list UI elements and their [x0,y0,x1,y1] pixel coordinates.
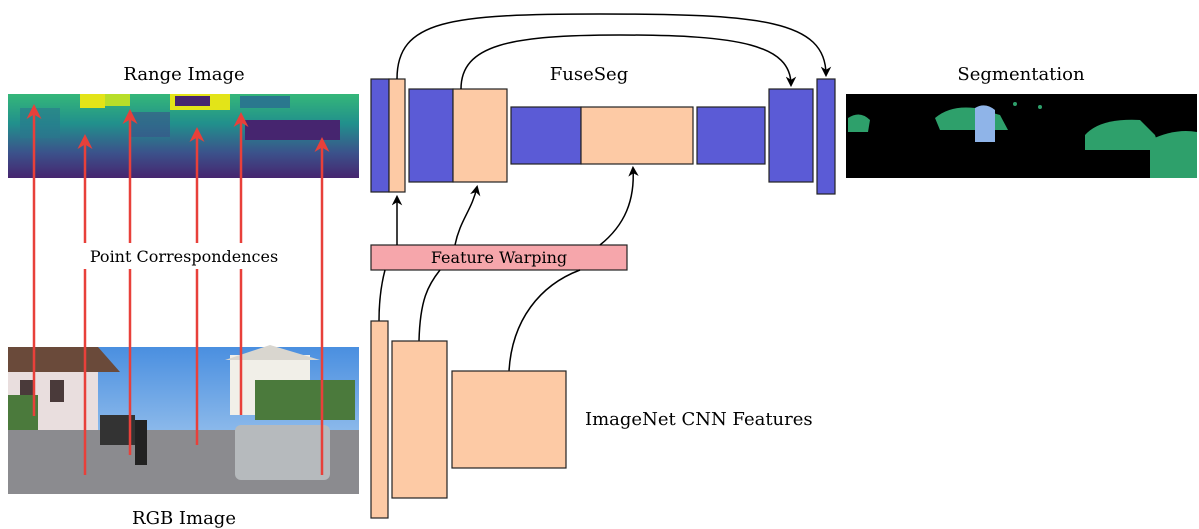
decoder-block [816,78,836,195]
cnn-connector [378,269,386,322]
cnn-feature-block [370,320,389,519]
cnn-connector [508,269,581,372]
cnn-feature-block [391,340,448,499]
segmentation-image [846,94,1197,178]
cnn-feature-block [451,370,567,469]
feature-block [388,78,406,193]
encoder-block [510,106,582,165]
feature-warping-box [370,244,628,271]
fuseseg-label: FuseSeg [550,64,628,85]
encoder-block [408,88,454,183]
cnn-connectors [378,269,581,372]
range-image-label: Range Image [123,64,244,85]
feature-block [452,88,508,183]
imagenet-features-label: ImageNet CNN Features [585,409,813,430]
decoder-block [768,88,814,183]
encoder-block [370,78,390,193]
warping-arrows [391,165,639,246]
rgb-image-label: RGB Image [132,508,236,529]
warp-arrow [599,165,639,246]
cnn-connector [418,269,441,342]
range-image [8,94,359,178]
segmentation-label: Segmentation [957,64,1085,85]
imagenet-cnn-features [370,320,567,519]
correspondence-arrows [26,104,330,475]
point-correspondences-label: Point Correspondences [90,247,278,266]
skip-connection-arrow [396,13,832,80]
feature-block [580,106,694,165]
decoder-block [696,106,766,165]
warp-arrow [454,184,481,246]
skip-connections [396,13,832,90]
fuseseg-network [370,78,836,195]
feature-warping-label: Feature Warping [431,248,567,267]
skip-connection-arrow [460,34,797,90]
rgb-image [8,345,359,494]
